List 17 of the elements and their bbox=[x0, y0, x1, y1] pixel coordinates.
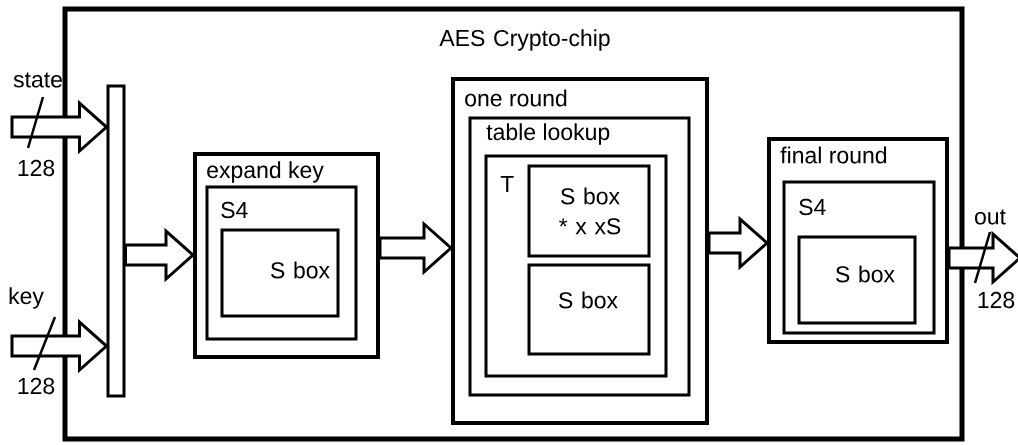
signal-label: state bbox=[13, 72, 62, 88]
block-box: S box bbox=[220, 228, 340, 318]
block-arrow bbox=[707, 215, 770, 271]
block-arrow bbox=[10, 99, 109, 155]
block-box: S box bbox=[797, 235, 917, 325]
block-box: S box * x xS bbox=[527, 164, 651, 258]
signal-label: key bbox=[9, 287, 44, 309]
signal-label: 128 bbox=[18, 159, 55, 177]
block-arrow bbox=[10, 318, 109, 374]
bus-bar bbox=[106, 84, 126, 398]
signal-label: 128 bbox=[18, 377, 55, 395]
block-box: S box bbox=[527, 263, 651, 356]
signal-label: out bbox=[975, 209, 1006, 225]
block-arrow bbox=[947, 230, 1018, 286]
signal-label: 128 bbox=[978, 291, 1015, 309]
block-arrow bbox=[124, 227, 196, 283]
block-arrow bbox=[378, 220, 454, 276]
